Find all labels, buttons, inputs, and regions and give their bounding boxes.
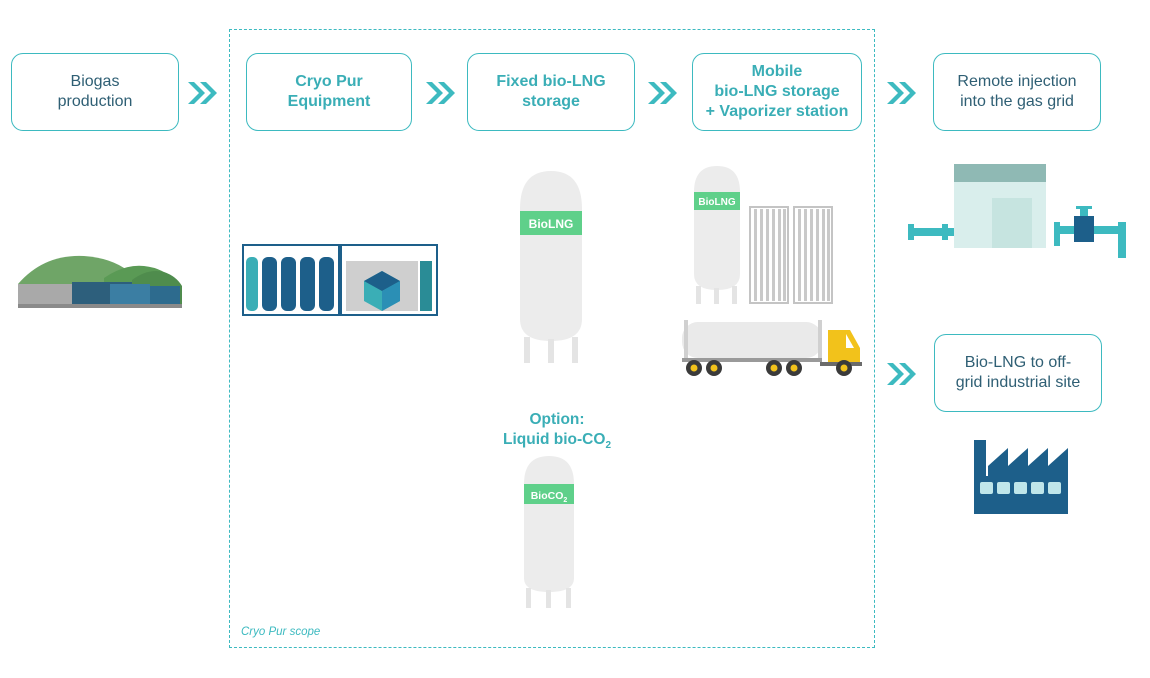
box-mobile-bio-lng-storage: Mobile bio-LNG storage + Vaporizer stati…	[692, 53, 862, 131]
double-chevron-icon	[887, 363, 916, 385]
mobile-lng-tank-icon: BioLNG	[694, 166, 740, 304]
double-chevron-icon	[648, 82, 677, 104]
factory-icon	[974, 440, 1068, 514]
box-remote-injection: Remote injection into the gas grid	[933, 53, 1101, 131]
biogas-digester-icon	[18, 255, 182, 308]
box-line: Cryo Pur	[295, 73, 363, 90]
tank-label-subscript: 2	[563, 497, 567, 504]
tank-label: BioLNG	[698, 197, 735, 208]
box-cryo-pur-equipment: Cryo Pur Equipment	[246, 53, 412, 131]
fixed-lng-tank-icon: BioLNG	[520, 171, 582, 363]
scope-label: Cryo Pur scope	[241, 626, 321, 638]
co2-tank-icon: BioCO2	[524, 456, 574, 608]
box-line: Mobile	[751, 63, 803, 80]
box-line: Biogas	[70, 73, 120, 90]
box-line: into the gas grid	[960, 93, 1074, 110]
box-line: bio-LNG storage	[714, 83, 840, 100]
tanker-truck-icon	[682, 320, 862, 376]
double-chevron-icon	[426, 82, 455, 104]
box-line: Equipment	[287, 93, 371, 110]
double-chevron-icon	[188, 82, 217, 104]
tank-label: BioCO2	[531, 490, 568, 504]
vaporizer-icon	[749, 206, 833, 304]
box-bio-lng-off-grid: Bio-LNG to off- grid industrial site	[934, 334, 1102, 412]
gas-grid-injection-icon	[908, 164, 1126, 258]
box-line: Remote injection	[957, 73, 1077, 90]
box-fixed-bio-lng-storage: Fixed bio-LNG storage	[467, 53, 635, 131]
box-line: production	[57, 93, 133, 110]
box-line: grid industrial site	[955, 374, 1081, 391]
option-title: Option:	[529, 411, 585, 428]
box-line: Bio-LNG to off-	[964, 354, 1072, 371]
box-biogas-production: Biogas production	[11, 53, 179, 131]
option-liquid-bio-co2: Option: Liquid bio-CO2	[472, 410, 642, 456]
box-line: Fixed bio-LNG	[496, 73, 606, 90]
cryo-pur-scope-frame	[229, 29, 875, 648]
box-line: + Vaporizer station	[705, 103, 849, 120]
option-subtitle-line: Liquid bio-CO2	[472, 430, 642, 456]
double-chevron-icon	[887, 82, 916, 104]
tank-label: BioLNG	[529, 217, 574, 231]
tank-label-main: BioCO	[531, 490, 564, 502]
box-line: storage	[522, 93, 580, 110]
cryo-pur-equipment-icon	[242, 244, 438, 316]
option-subscript: 2	[605, 440, 611, 452]
option-subtitle: Liquid bio-CO	[502, 431, 606, 448]
